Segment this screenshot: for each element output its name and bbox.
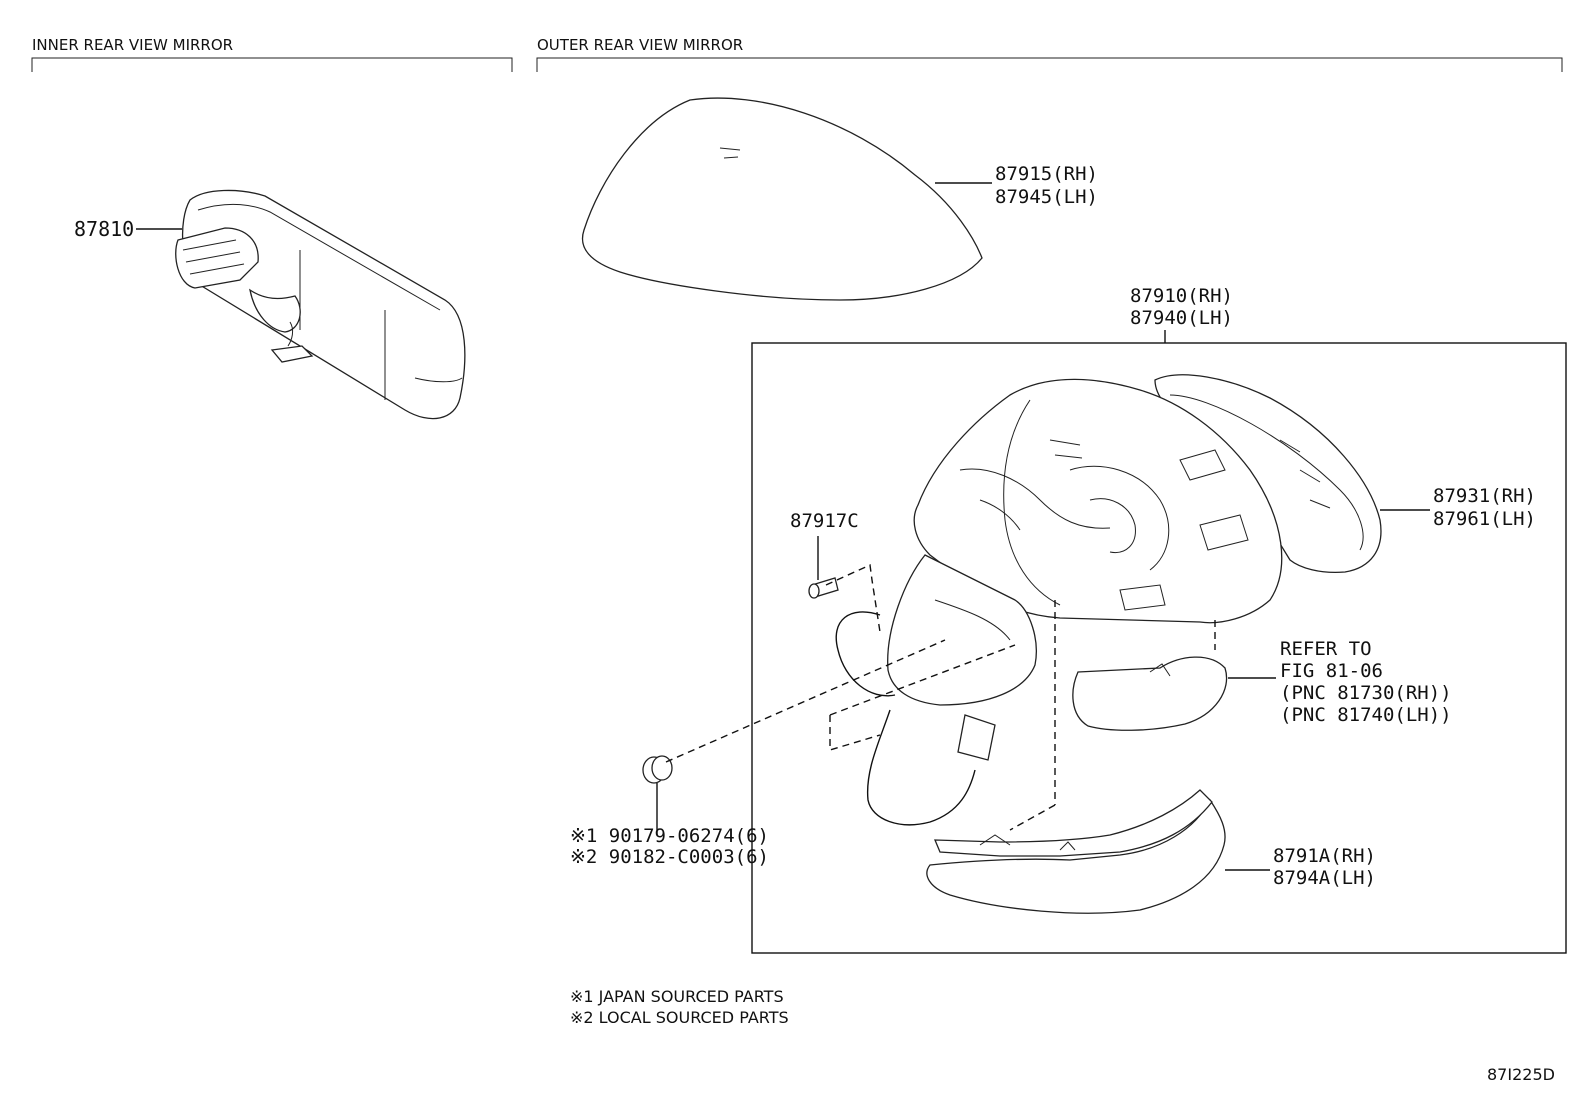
assembly-frame <box>751 342 1567 954</box>
inner-section-title: INNER REAR VIEW MIRROR <box>32 36 233 54</box>
outer-section-title: OUTER REAR VIEW MIRROR <box>537 36 743 54</box>
turn-signal-lens-drawing <box>1072 656 1228 731</box>
mirror-base-drawing <box>887 554 1037 706</box>
label-refer-4: (PNC 81740(LH)) <box>1280 704 1452 726</box>
assembly-dash-lines <box>665 563 1216 831</box>
inner-section-bracket <box>31 57 513 72</box>
note-japan-sourced: ※1 JAPAN SOURCED PARTS <box>570 987 784 1006</box>
label-assy-lh: 87940(LH) <box>1130 307 1233 329</box>
label-lamp-rh: 8791A(RH) <box>1273 845 1376 867</box>
label-lamp-lh: 8794A(LH) <box>1273 867 1376 889</box>
label-cover-lh: 87945(LH) <box>995 186 1098 208</box>
label-glass-lh: 87961(LH) <box>1433 508 1536 530</box>
clip-drawing <box>642 755 673 784</box>
mirror-cover-drawing <box>582 97 983 301</box>
figure-id: 87I225D <box>1487 1065 1555 1084</box>
label-refer-3: (PNC 81730(RH)) <box>1280 682 1452 704</box>
screw-drawing <box>808 577 839 599</box>
inner-mirror-drawing <box>175 189 466 420</box>
outer-section-bracket <box>536 57 1563 72</box>
label-screw: 87917C <box>790 510 859 532</box>
label-refer-2: FIG 81-06 <box>1280 660 1383 682</box>
label-cover-rh: 87915(RH) <box>995 163 1098 185</box>
label-clip-1: ※1 90179-06274(6) <box>570 825 769 847</box>
harness-drawing <box>835 611 996 826</box>
label-refer-1: REFER TO <box>1280 638 1372 660</box>
label-assy-rh: 87910(RH) <box>1130 285 1233 307</box>
lower-lamp-drawing <box>926 789 1226 914</box>
label-clip-2: ※2 90182-C0003(6) <box>570 846 769 868</box>
note-local-sourced: ※2 LOCAL SOURCED PARTS <box>570 1008 789 1027</box>
label-glass-rh: 87931(RH) <box>1433 485 1536 507</box>
label-inner-mirror: 87810 <box>74 217 134 241</box>
